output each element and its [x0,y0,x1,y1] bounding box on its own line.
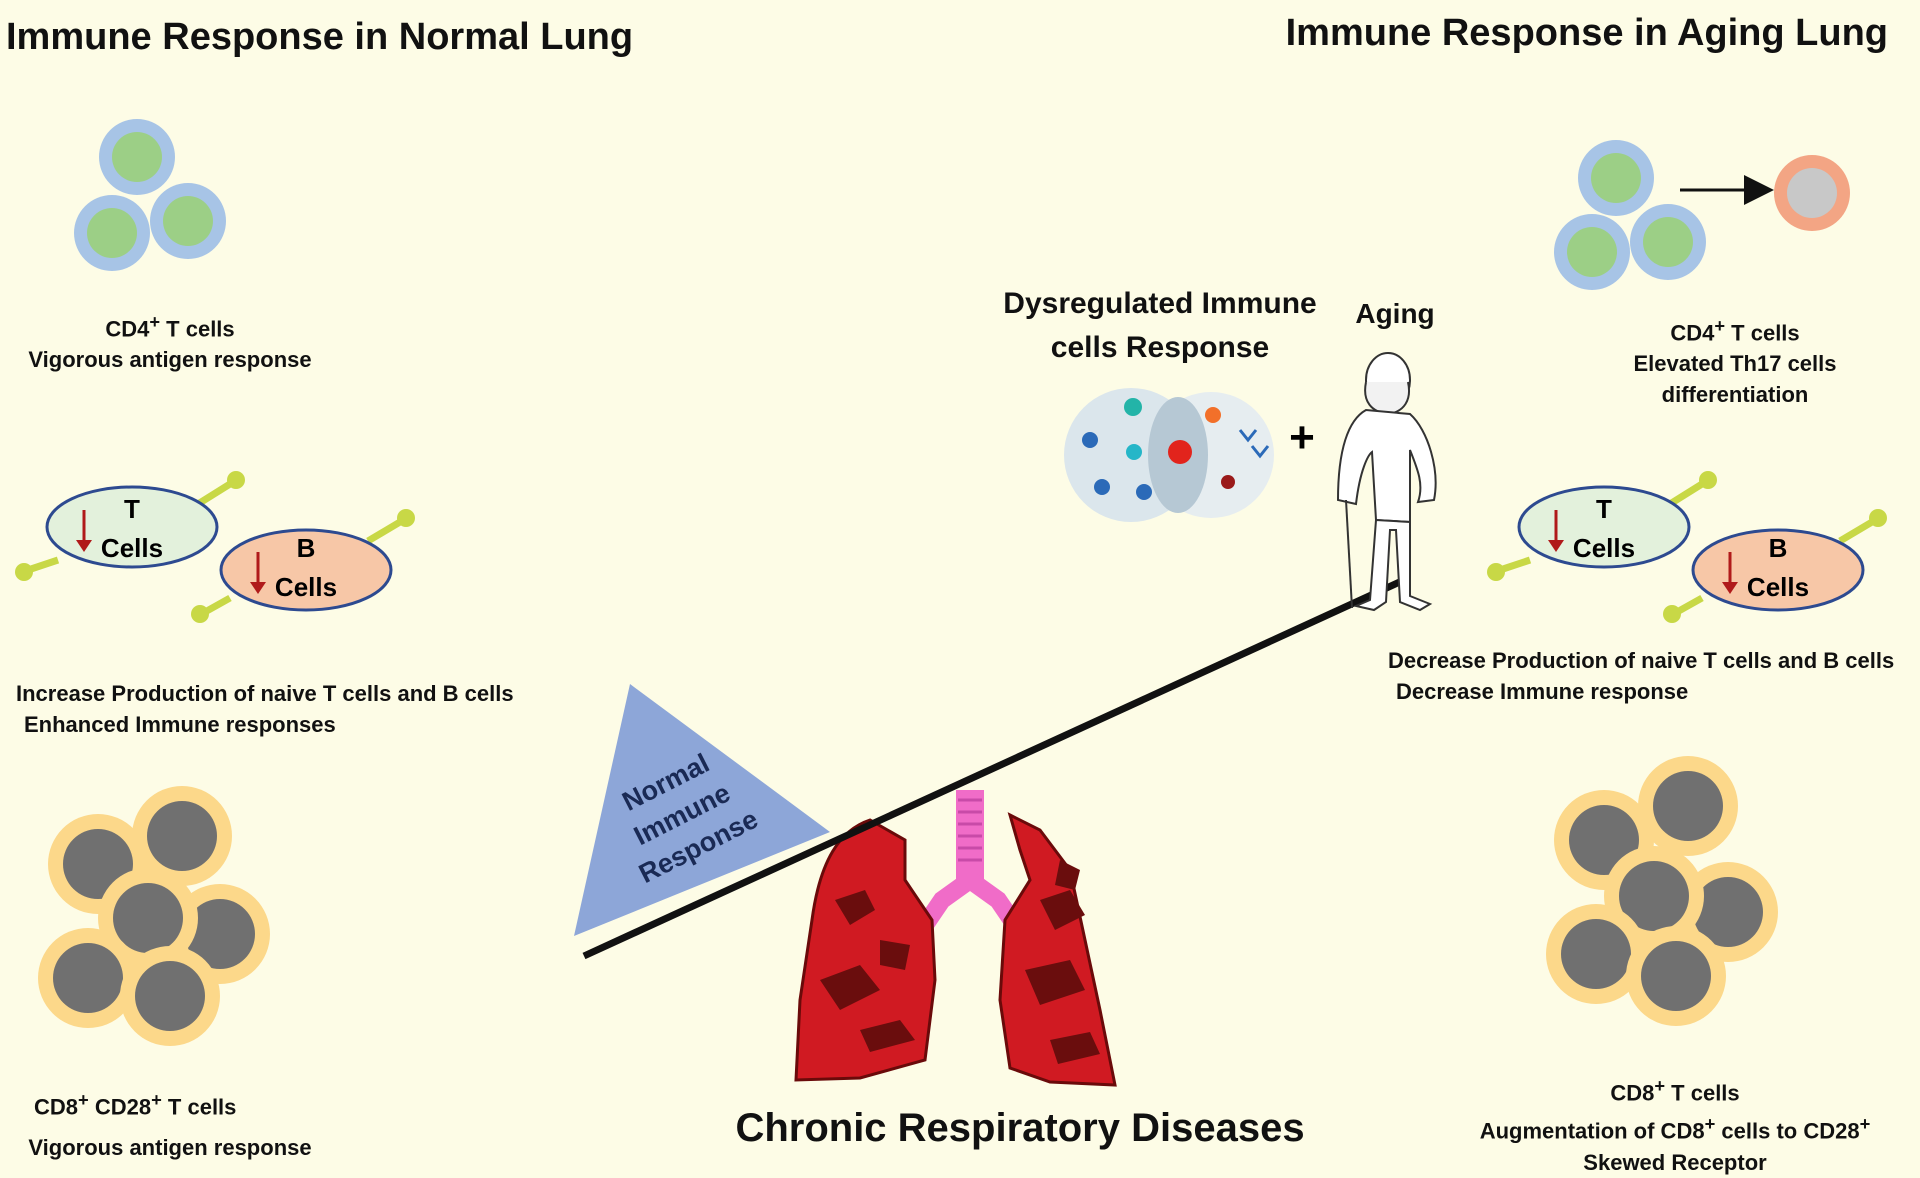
right-t-cells-word: Cells [1573,533,1635,563]
left-cd8-label: CD8+ CD28+ T cells Vigorous antigen resp… [28,1089,312,1161]
left-title: Immune Response in Normal Lung [6,16,634,58]
left-tb-label: Increase Production of naive T cells and… [16,681,514,737]
th17-cell [1774,155,1850,231]
right-t-b-cells: T Cells B Cells [1487,471,1887,623]
left-cd4-cluster [74,119,226,271]
aging-label: Aging [1355,298,1435,329]
left-cd4-label: CD4+ T cells Vigorous antigen response [28,311,312,373]
lungs-icon [794,790,1117,1087]
right-b-cells-word: Cells [1747,572,1809,602]
right-cd8-label: CD8+ T cells Augmentation of CD8+ cells … [1479,1075,1871,1175]
right-cd4-label: CD4+ T cells Elevated Th17 cells differe… [1633,315,1837,408]
balance-beam [582,576,1406,960]
left-t-letter: T [124,494,140,524]
left-t-cells-word: Cells [101,533,163,563]
old-man-icon [1336,352,1437,612]
dysregulated-cells-icon [1064,388,1274,522]
left-t-b-cells: T Cells B Cells [15,471,415,623]
right-cd8-cluster [1546,756,1778,1026]
bottom-title: Chronic Respiratory Diseases [735,1106,1305,1150]
right-cd4-cluster [1554,140,1706,290]
left-cd8-cluster [38,786,270,1046]
right-b-letter: B [1769,533,1788,563]
left-b-cells-word: Cells [275,572,337,602]
right-tb-label: Decrease Production of naive T cells and… [1388,648,1895,704]
plus-sign: + [1289,413,1315,462]
left-b-letter: B [297,533,316,563]
right-t-letter: T [1596,494,1612,524]
dysregulated-label: Dysregulated Immune cells Response [1003,287,1317,364]
right-title: Immune Response in Aging Lung [1285,12,1888,54]
normal-immune-triangle: Normal Immune Response [574,684,830,936]
